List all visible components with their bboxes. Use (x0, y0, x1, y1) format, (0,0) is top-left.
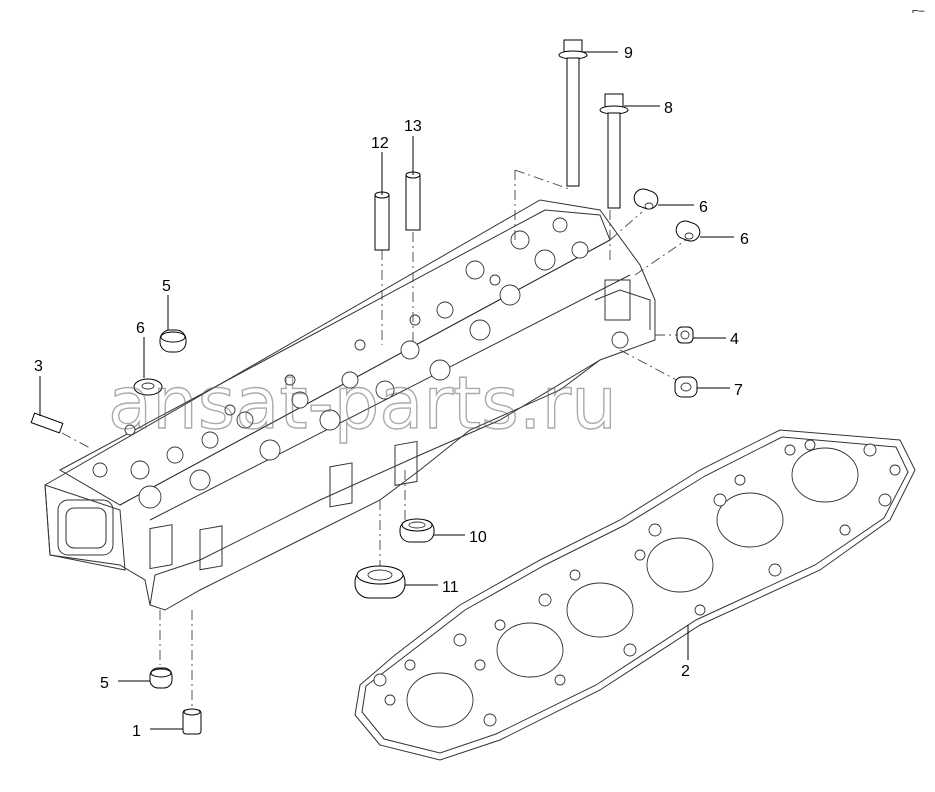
watermark-text: ansat-parts.ru (108, 361, 617, 445)
part-13-sleeve (405, 171, 421, 231)
callout-3: 3 (34, 358, 43, 375)
callout-8: 8 (664, 100, 673, 117)
alignment-lines (61, 169, 687, 710)
callout-4: 4 (730, 331, 739, 348)
corner-mark: ⌐– (912, 5, 925, 17)
part-7-nut (674, 376, 698, 398)
part-5-washer-upper (159, 329, 187, 353)
part-4-nut (676, 326, 694, 344)
part-5-washer-lower (149, 667, 173, 689)
callout-labels: 9 8 12 13 6 6 4 7 5 6 3 10 11 5 1 2 (34, 45, 749, 740)
leader-lines (39, 51, 734, 730)
part-11-seal (354, 565, 406, 599)
callout-6-lower: 6 (740, 231, 749, 248)
part-6-washer-left (133, 378, 163, 396)
cylinder-head (44, 199, 656, 611)
part-9-head-bolt (558, 39, 588, 187)
callout-5-lower: 5 (100, 675, 109, 692)
callout-9: 9 (624, 45, 633, 62)
callout-12: 12 (371, 135, 389, 152)
callout-5-upper: 5 (162, 278, 171, 295)
callout-11: 11 (442, 579, 459, 596)
part-3-stud (30, 412, 64, 434)
callout-13: 13 (404, 118, 422, 135)
callout-6-upper: 6 (699, 199, 708, 216)
callout-1: 1 (132, 723, 141, 740)
part-2-head-gasket (354, 429, 916, 761)
part-12-sleeve (374, 191, 390, 251)
callout-10: 10 (469, 529, 487, 546)
part-10-seal (399, 518, 435, 543)
part-1-plug (182, 708, 202, 735)
part-8-head-bolt (599, 93, 629, 209)
callout-6-left: 6 (136, 320, 145, 337)
part-6-washer-lower (675, 220, 701, 242)
callout-7: 7 (734, 382, 743, 399)
part-6-washer-upper (633, 188, 659, 210)
callout-2: 2 (681, 663, 690, 680)
